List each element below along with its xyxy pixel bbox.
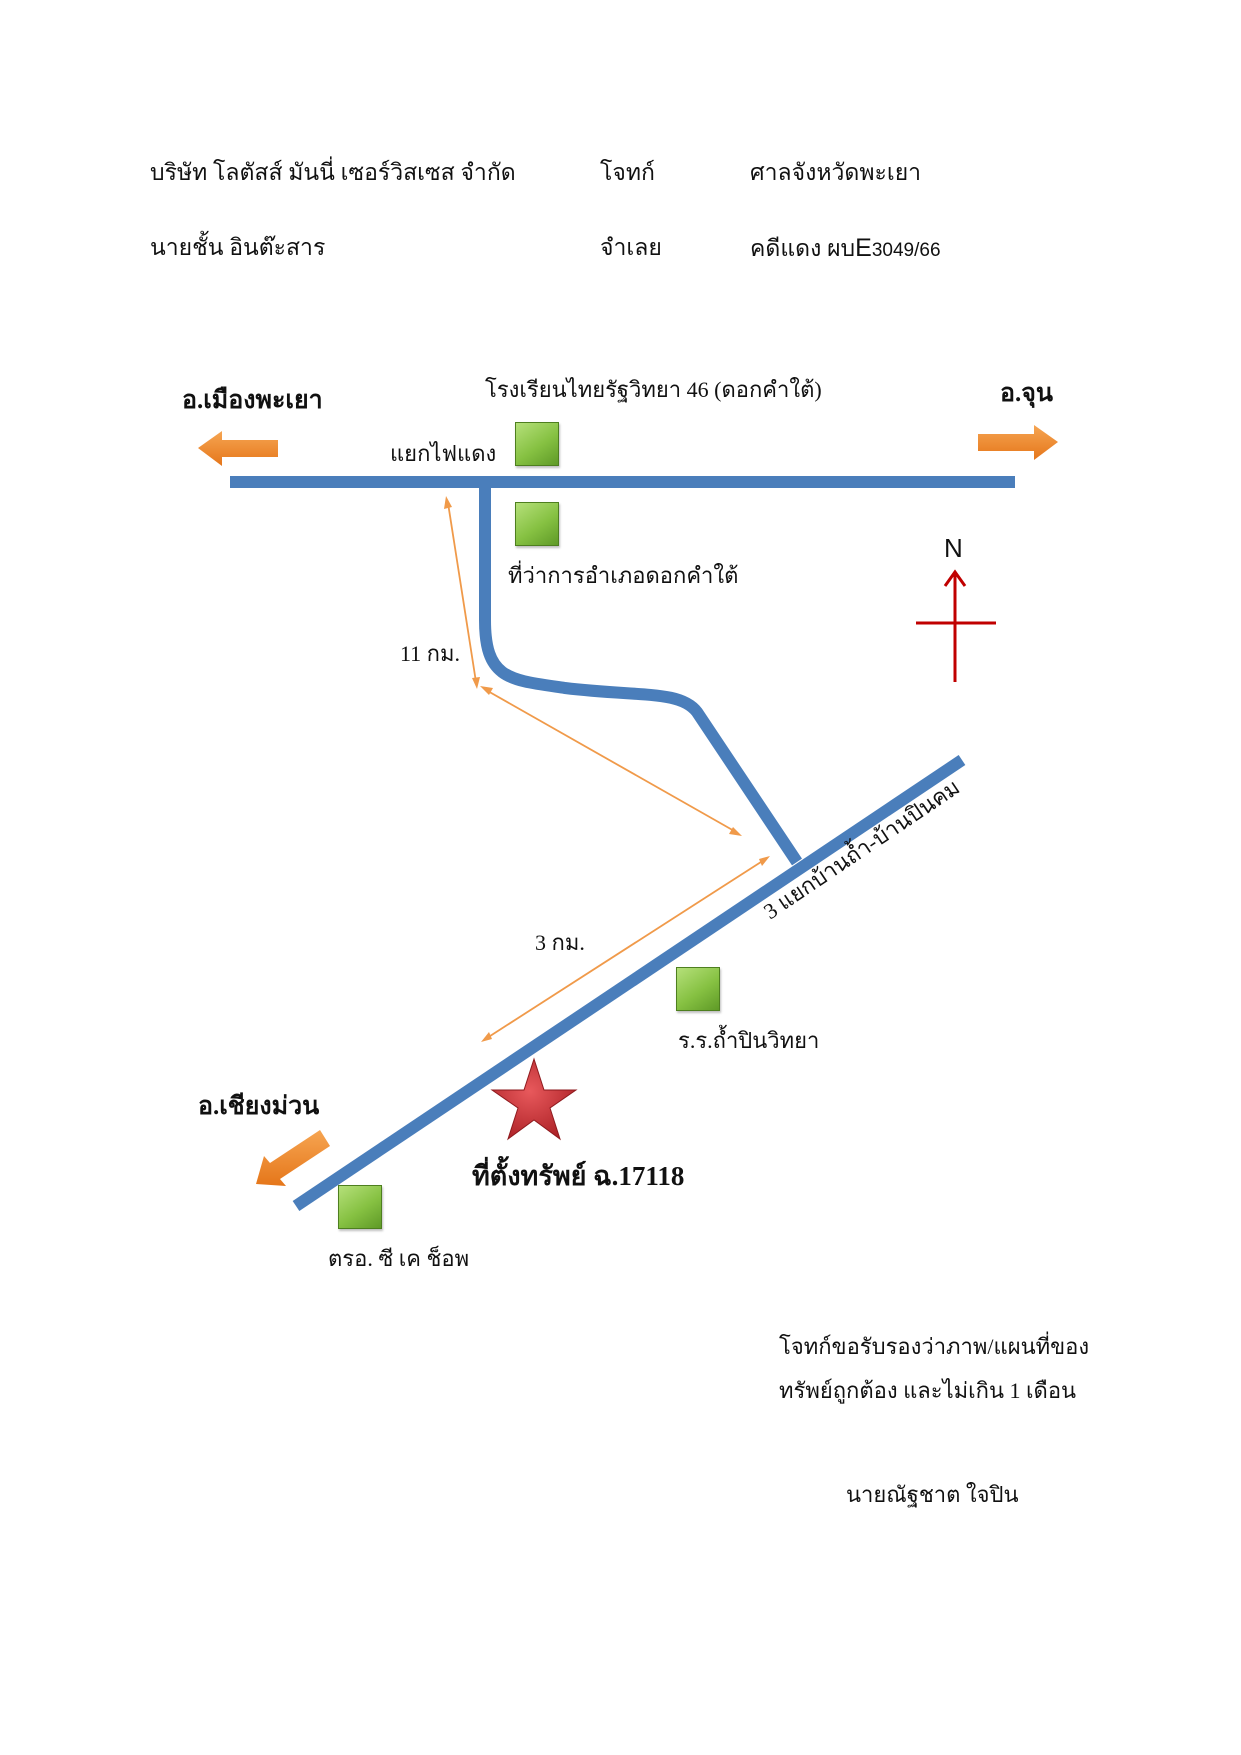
connecting-road [479,482,802,866]
case-letter: E [855,234,872,262]
direction-chun: อ.จุน [1000,380,1054,407]
distance-line-11km [444,496,480,689]
plaintiff-company: บริษัท โลตัสส์ มันนี่ เซอร์วิสเซส จำกัด [150,160,516,185]
police-box-marker [338,1185,382,1229]
police-box-label: ตรอ. ซี เค ช็อพ [328,1246,470,1271]
distance-11km-label: 11 กม. [400,641,461,666]
court-name: ศาลจังหวัดพะเยา [750,160,922,185]
property-label: ที่ตั้งทรัพย์ ฉ.17118 [472,1161,685,1191]
defendant-name: นายชั้น อินต๊ะสาร [150,235,326,260]
case-digits: 3049/66 [871,240,941,261]
diagonal-road [292,755,966,1211]
arrow-right-icon [978,425,1058,460]
school-top-label: โรงเรียนไทยรัฐวิทยา 46 (ดอกคำใต้) [485,377,822,402]
school-top-marker [515,422,559,466]
school-bottom-label: ร.ร.ถ้ำปินวิทยา [678,1028,820,1053]
property-star-icon [490,1057,578,1141]
distance-line-3km [481,856,770,1042]
distance-3km-label: 3 กม. [535,930,585,955]
compass-icon [916,569,996,682]
certification-line-2: ทรัพย์ถูกต้อง และไม่เกิน 1 เดือน [779,1378,1077,1403]
north-label: N [944,533,963,563]
district-office-label: ที่ว่าการอำเภอดอกคำใต้ [508,563,739,588]
arrow-down-left-icon [256,1130,330,1186]
defendant-label: จำเลย [600,235,662,260]
direction-chiang-muan: อ.เชียงม่วน [198,1093,320,1120]
signer-name: นายณัฐชาต ใจปิน [846,1482,1019,1507]
certification-line-1: โจทก์ขอรับรองว่าภาพ/แผนที่ของ [779,1334,1090,1359]
distance-line-segment [480,686,742,836]
traffic-light-label: แยกไฟแดง [390,441,497,466]
plaintiff-label: โจทก์ [600,160,655,185]
district-office-marker [515,502,559,546]
case-number: คดีแดง ผบE3049/66 [750,236,941,261]
direction-muang-phayao: อ.เมืองพะเยา [182,387,323,414]
school-bottom-marker [676,967,720,1011]
arrow-left-icon [198,431,278,466]
case-prefix: คดีแดง ผบ [750,236,856,261]
